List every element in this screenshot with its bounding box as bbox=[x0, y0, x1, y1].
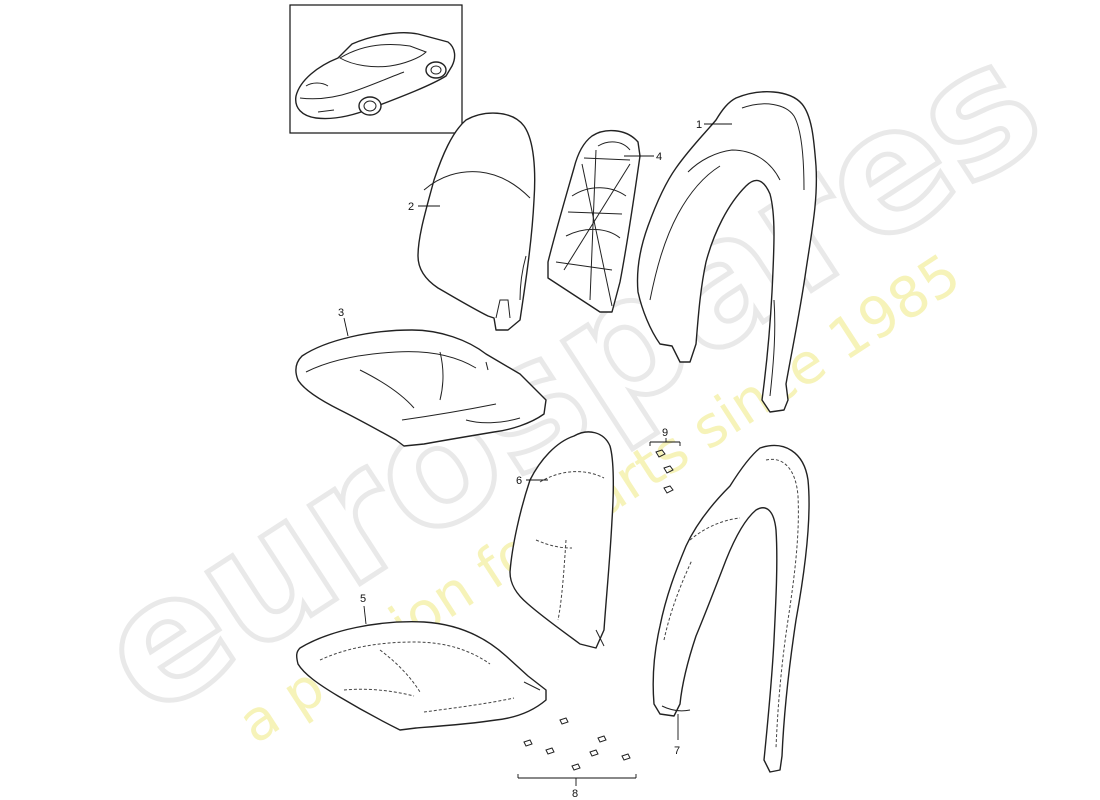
part-7-side-bolster-cover[interactable] bbox=[652, 444, 810, 773]
part-8-clips[interactable] bbox=[523, 717, 631, 771]
leader-3 bbox=[343, 317, 349, 337]
part-3-seat-cushion[interactable] bbox=[295, 329, 547, 447]
callout-7: 7 bbox=[674, 745, 680, 757]
callout-labels: 1 2 3 4 5 6 7 8 9 bbox=[338, 119, 702, 800]
callout-6: 6 bbox=[516, 475, 522, 487]
watermark: eurospares a passion for parts since 198… bbox=[62, 0, 1076, 756]
part-2-backrest-cushion[interactable] bbox=[417, 112, 536, 331]
part-4-backrest-frame[interactable] bbox=[547, 129, 641, 313]
part-9-clips[interactable] bbox=[655, 449, 674, 494]
part-6-backrest-cover[interactable] bbox=[509, 431, 615, 649]
callout-5: 5 bbox=[360, 593, 366, 605]
part-1-backrest-shell[interactable] bbox=[636, 91, 818, 413]
leader-lines bbox=[343, 123, 732, 786]
vehicle-thumbnail bbox=[289, 4, 463, 134]
callout-3: 3 bbox=[338, 307, 344, 319]
leader-8-bracket bbox=[517, 774, 637, 786]
callout-9: 9 bbox=[662, 427, 668, 439]
callout-8: 8 bbox=[572, 788, 578, 800]
callout-2: 2 bbox=[408, 201, 414, 213]
leader-9-bracket bbox=[649, 438, 681, 446]
sports-car-icon bbox=[295, 32, 456, 120]
callout-1: 1 bbox=[696, 119, 702, 131]
watermark-brand: eurospares bbox=[64, 3, 1073, 754]
part-5-seat-cover[interactable] bbox=[295, 621, 547, 731]
leader-5 bbox=[363, 605, 367, 625]
callout-4: 4 bbox=[656, 151, 662, 163]
